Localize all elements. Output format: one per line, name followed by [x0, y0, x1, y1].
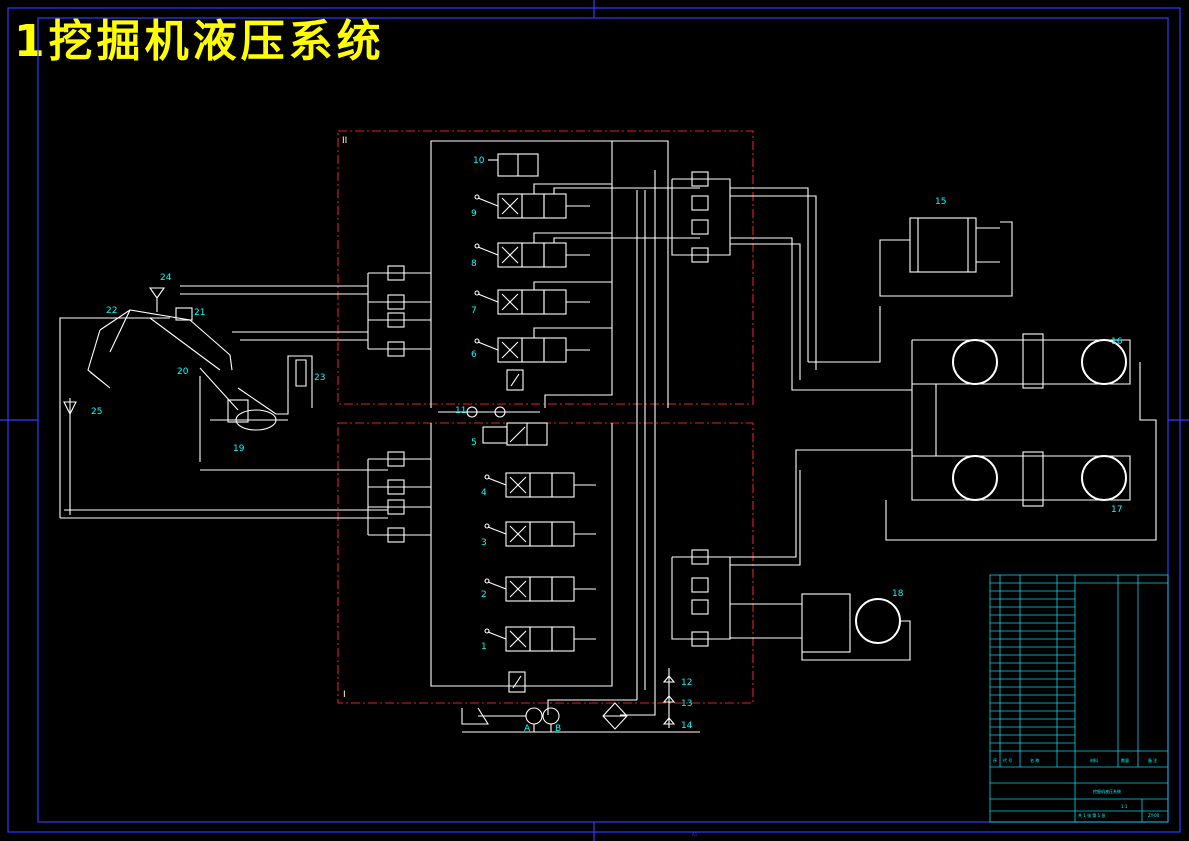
label-8: 8 [471, 259, 477, 269]
diagram-title: 1挖掘机液压系统 [14, 16, 385, 67]
label-20: 20 [177, 367, 189, 377]
tb-drawing-name: 挖掘机液压系统 [1093, 788, 1121, 794]
valve-7 [474, 281, 612, 315]
lower-group-label: I [343, 690, 346, 700]
pump-port-b-label: B [555, 724, 561, 734]
check-valve-11 [438, 406, 540, 418]
tb-drawing-no: ZY-00 [1148, 813, 1160, 818]
valve-3 [484, 521, 596, 547]
label-18: 18 [892, 589, 904, 599]
valve-2 [484, 576, 596, 602]
label-19: 19 [233, 444, 245, 454]
tb-col-qty: 数量 [1121, 757, 1129, 763]
cylinder-15 [808, 217, 1013, 363]
valve-10 [488, 153, 539, 177]
check-valve-23 [276, 355, 313, 415]
tb-col-code: 代 号 [1003, 757, 1012, 763]
tb-col-no: 序 [993, 757, 997, 763]
label-25: 25 [91, 407, 102, 417]
label-9: 9 [471, 209, 477, 219]
valve-4 [484, 472, 596, 498]
valve-5 [482, 422, 548, 446]
valve-6 [474, 327, 612, 363]
tb-col-remark: 备 注 [1148, 757, 1157, 763]
pump-assembly [461, 707, 560, 732]
external-piping [59, 285, 388, 519]
sheet-size-code: A1 [692, 832, 698, 837]
label-21: 21 [194, 308, 205, 318]
secondary-relief-valves-right [671, 171, 731, 647]
label-2: 2 [481, 590, 487, 600]
main-lines [430, 140, 669, 716]
label-16: 16 [1111, 337, 1123, 347]
tb-scale: 1:1 [1121, 804, 1128, 809]
relief-valve-upper [506, 369, 524, 391]
swing-motor-18 [730, 593, 911, 661]
title-block [989, 574, 1169, 823]
label-17: 17 [1111, 505, 1122, 515]
label-11: 11 [455, 406, 466, 416]
label-10: 10 [473, 156, 485, 166]
label-22: 22 [106, 306, 117, 316]
label-7: 7 [471, 306, 477, 316]
upper-valve-group-frame [337, 130, 754, 405]
valve-8 [474, 232, 700, 268]
label-14: 14 [681, 721, 693, 731]
tb-col-name: 名 称 [1030, 757, 1039, 763]
right-piping [730, 187, 817, 566]
secondary-relief-valves-lower-left [367, 451, 431, 543]
label-4: 4 [481, 488, 487, 498]
tb-sheet-note: 共 1 张 第 1 张 [1078, 812, 1105, 818]
label-3: 3 [481, 538, 487, 548]
secondary-relief-valves-upper-left [367, 265, 431, 357]
label-1: 1 [481, 642, 487, 652]
filter-and-tank [462, 668, 700, 733]
label-24: 24 [160, 273, 172, 283]
valve-1 [484, 626, 596, 652]
pump-port-a-label: A [524, 724, 531, 734]
check-valve-25 [63, 398, 77, 430]
tb-col-material: 材料 [1090, 757, 1098, 763]
travel-motors-16-17 [800, 333, 1157, 541]
label-23: 23 [314, 373, 325, 383]
label-12: 12 [681, 678, 692, 688]
valve-9 [474, 183, 700, 219]
label-13: 13 [681, 699, 692, 709]
lower-valve-group-frame [337, 422, 754, 704]
label-15: 15 [935, 197, 946, 207]
label-5: 5 [471, 438, 477, 448]
relief-valve-lower [508, 671, 526, 693]
upper-group-label: II [342, 136, 347, 146]
excavator-arm [87, 287, 277, 431]
label-6: 6 [471, 350, 477, 360]
